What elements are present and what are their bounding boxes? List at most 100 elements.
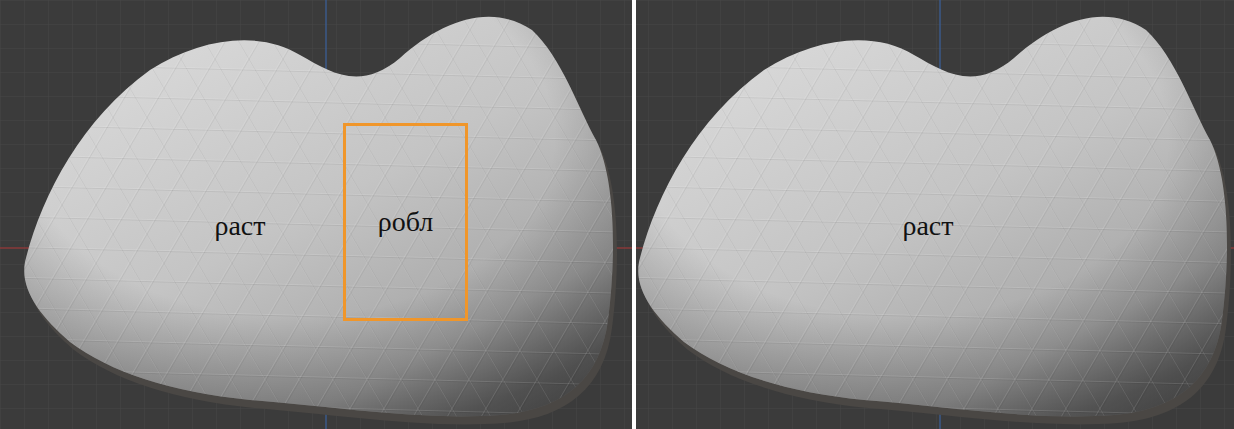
mesh-facet — [0, 1, 57, 429]
mesh-facet — [236, 0, 486, 429]
mesh-facet — [134, 0, 384, 429]
mesh-facet — [441, 1, 632, 429]
mesh-facet — [0, 32, 632, 52]
mesh-facet — [475, 1, 632, 429]
mesh-facet — [0, 1, 193, 429]
mesh-facet — [0, 1, 91, 429]
mesh-facet — [636, 123, 1234, 143]
mesh-facet — [215, 1, 465, 429]
mesh-facet — [0, 0, 214, 429]
mesh-facet — [636, 0, 874, 429]
mesh-facet — [0, 1, 215, 429]
mesh-facet — [147, 1, 397, 429]
mesh-facet — [214, 0, 464, 429]
mesh-facet — [32, 0, 282, 429]
mesh-facet — [339, 1, 589, 429]
mesh-facet — [0, 367, 632, 387]
mesh-facet — [884, 0, 1134, 429]
mesh-facet — [249, 1, 499, 429]
mesh-facet — [0, 0, 56, 429]
mesh-facet — [101, 1, 351, 429]
mesh-facet — [987, 1, 1234, 429]
mesh-facet — [1123, 1, 1234, 429]
asteroid-render — [0, 0, 632, 429]
mesh-facet — [862, 0, 1112, 429]
mesh-facet — [828, 0, 1078, 429]
mesh-facet — [0, 368, 632, 388]
mesh-facet — [0, 0, 158, 429]
mesh-facet — [1190, 0, 1234, 429]
mesh-facet — [248, 0, 498, 429]
mesh-facet — [0, 246, 632, 266]
mesh-facet — [351, 1, 601, 429]
mesh-facet — [113, 1, 363, 429]
mesh-facet — [714, 0, 964, 429]
mesh-facet — [885, 1, 1135, 429]
mesh-facet — [636, 276, 1234, 296]
mesh-facet — [0, 0, 124, 429]
mesh-facet — [0, 307, 632, 327]
mesh-facet — [440, 0, 632, 429]
mesh-facet — [407, 1, 632, 429]
mesh-facet — [474, 0, 632, 429]
mesh-facet — [658, 0, 908, 429]
mesh-facet — [636, 0, 840, 429]
mesh-facet — [863, 1, 1113, 429]
mesh-facet — [636, 1, 671, 429]
mesh-facet — [986, 0, 1234, 429]
mesh-facet — [508, 0, 632, 429]
mesh-facet — [636, 1, 795, 429]
mesh-facet — [1168, 0, 1234, 429]
mesh-facet — [1191, 1, 1234, 429]
mesh-facet — [283, 1, 533, 429]
mesh-facet — [761, 1, 1011, 429]
mesh-facet — [100, 0, 350, 429]
mesh-facet — [0, 62, 632, 82]
mesh-facet — [373, 1, 623, 429]
mesh-facet — [623, 1, 632, 429]
mesh-facet — [611, 1, 632, 429]
panel-separator — [632, 0, 636, 429]
mesh-facet — [0, 1, 147, 429]
mesh-facet — [1055, 1, 1234, 429]
mesh-facet — [636, 0, 738, 429]
mesh-facet — [350, 0, 600, 429]
mesh-facet — [0, 399, 632, 419]
mesh-facet — [998, 0, 1234, 429]
grid-panel — [0, 0, 632, 429]
mesh-facet — [509, 1, 632, 429]
mesh-facet — [0, 215, 632, 235]
mesh-facet — [646, 0, 896, 429]
mesh-facet — [636, 428, 1234, 429]
mesh-facet — [487, 1, 632, 429]
mesh-facet — [1225, 1, 1234, 429]
mesh-facet — [636, 62, 1234, 82]
mesh-facet — [1054, 0, 1234, 429]
mesh-facet — [0, 398, 632, 418]
mesh-facet — [1100, 0, 1234, 429]
mesh-facet — [748, 0, 998, 429]
mesh-facet — [0, 184, 632, 204]
mesh-facet — [610, 0, 632, 429]
mesh-facet — [520, 0, 632, 429]
mesh-facet — [715, 1, 965, 429]
mesh-facet — [727, 1, 977, 429]
mesh-facet — [406, 0, 632, 429]
mesh-facet — [0, 92, 632, 112]
grid-panel — [636, 0, 1234, 429]
mesh-facet — [146, 0, 396, 429]
mesh-facet — [135, 1, 385, 429]
mesh-facet — [0, 0, 248, 429]
mesh-facet — [964, 0, 1214, 429]
mesh-facet — [930, 0, 1180, 429]
mesh-facet — [0, 0, 112, 429]
mesh-facet — [636, 368, 1234, 388]
mesh-facet — [1135, 1, 1234, 429]
mesh-facet — [372, 0, 622, 429]
mesh-facet — [112, 0, 362, 429]
mesh-facet — [271, 1, 521, 429]
mesh-facet — [554, 0, 632, 429]
mesh-facet — [0, 31, 632, 51]
mesh-facet — [78, 0, 328, 429]
mesh-facet — [636, 31, 1234, 51]
